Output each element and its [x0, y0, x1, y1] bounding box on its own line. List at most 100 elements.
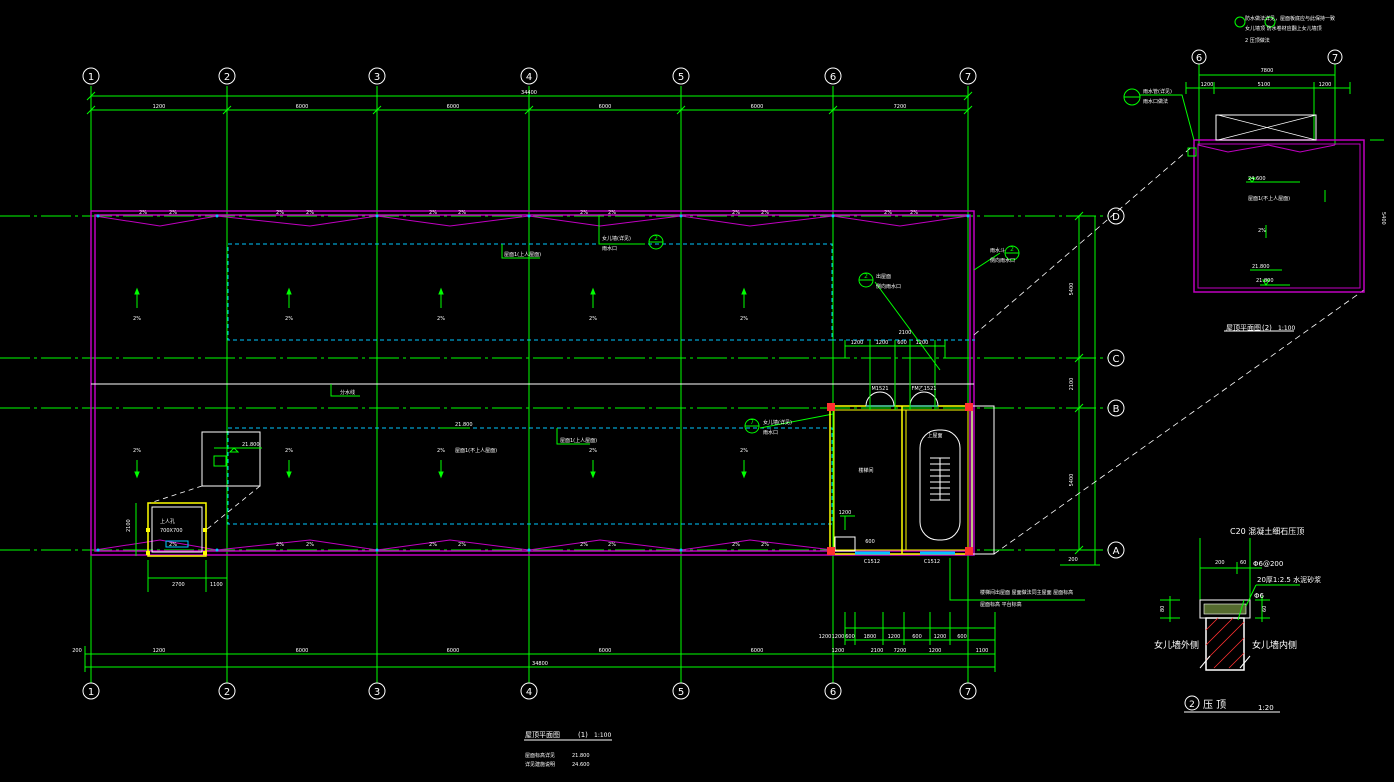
- slope-main-3: 2%: [437, 316, 445, 322]
- dim-bottom-span-2: 6000: [296, 648, 309, 654]
- callout-gutter-2: 雨水口: [602, 245, 617, 252]
- stair-up-label: 上屋面: [927, 432, 942, 439]
- grid-bubbles-bottom: [82, 682, 977, 700]
- dim-top-span-2: 6000: [296, 104, 309, 110]
- ref-bubble-1: 2: [654, 235, 658, 242]
- section-dim-80: 80: [1160, 606, 1166, 612]
- plan-note-1: 屋面标高详见: [525, 752, 555, 759]
- dim-stair-11: 1200: [929, 648, 942, 654]
- roof-hatch: [146, 502, 207, 557]
- dim-top-span-3: 6000: [447, 104, 460, 110]
- dim-right-1: 5400: [1069, 283, 1075, 296]
- callout-leaders: [330, 215, 1085, 601]
- dim-top-total: 34400: [521, 90, 537, 96]
- axis-top-7: 7: [965, 72, 971, 83]
- detail-callout-1: 雨水管(详见): [1143, 88, 1172, 95]
- detail-note-1: 防水做法详见，屋面板底应与此保持一致: [1245, 15, 1335, 22]
- slope-gutter-10: 2%: [761, 210, 769, 216]
- hatch-callout-box: [201, 431, 261, 487]
- slope-main-6: 2%: [133, 448, 141, 454]
- detail-elev-2: 21.800: [1252, 264, 1270, 270]
- projection-lines: [973, 144, 1365, 555]
- section-dim-200: 200: [1215, 560, 1225, 566]
- slope-gutter-b1: 2%: [169, 542, 177, 548]
- detail-title: 屋顶平面图: [1226, 324, 1261, 332]
- detail-roof-note: 屋面1(不上人屋面): [1248, 195, 1290, 202]
- detail-scale: 1:100: [1278, 325, 1295, 332]
- callout-bubbles: [648, 234, 1020, 434]
- stair-dim-top-5: 2100: [899, 330, 912, 336]
- stair-dim-top-3: 600: [897, 340, 907, 346]
- slope-gutter-b5: 2%: [458, 542, 466, 548]
- dim-stair-6: 1200: [934, 634, 947, 640]
- door-label-1: M1521: [871, 386, 888, 392]
- dim-stair-10: 2100: [871, 648, 884, 654]
- dim-stair-3: 1800: [864, 634, 877, 640]
- slope-main-4: 2%: [589, 316, 597, 322]
- dim-bottom-span-1: 1200: [153, 648, 166, 654]
- stair-room-label: 楼梯间: [858, 467, 873, 474]
- stair-dim-v1: 1200: [839, 510, 852, 516]
- detail-axis-7: 7: [1332, 53, 1338, 64]
- dim-bottom-end-left: 200: [72, 648, 82, 654]
- axis-bottom-2: 2: [224, 687, 230, 698]
- dim-stair-9: 1200: [832, 648, 845, 654]
- ref-bubble-3: 2: [864, 273, 868, 280]
- dim-stair-5: 600: [912, 634, 922, 640]
- detail-note-2: 女儿墙顶 防水卷材应翻上女儿墙顶: [1245, 25, 1322, 32]
- window-label-1: C1512: [864, 559, 880, 565]
- callout-dashed-lower: 屋面1(上人屋面): [560, 437, 597, 444]
- axis-bottom-5: 5: [678, 687, 684, 698]
- callout-scupper-2: 侧向雨水口: [990, 257, 1015, 264]
- dim-stair-4: 1200: [888, 634, 901, 640]
- axis-bottom-6: 6: [830, 687, 836, 698]
- callout-divider: 分水线: [340, 389, 355, 396]
- detail-dim-total: 7800: [1261, 68, 1274, 74]
- detail-plan: 6 7: [1123, 16, 1384, 332]
- detail-dim-2: 5100: [1258, 82, 1271, 88]
- detail-elev-3: 21.800: [1256, 278, 1274, 284]
- axis-top-3: 3: [374, 72, 380, 83]
- hatch-dim-w1: 2700: [172, 582, 185, 588]
- hatch-dim-w2: 1100: [210, 582, 223, 588]
- slope-gutter-b3: 2%: [306, 542, 314, 548]
- slope-main-2: 2%: [285, 316, 293, 322]
- slope-gutter-b4: 2%: [429, 542, 437, 548]
- detail-slope: 2%: [1258, 228, 1266, 234]
- dimensions-bottom: [84, 612, 996, 672]
- dim-bottom-end-right: 1100: [976, 648, 989, 654]
- detail-dim-3: 1200: [1319, 82, 1332, 88]
- stair-dim-v2: 600: [865, 539, 875, 545]
- dim-right-end: 200: [1068, 557, 1078, 563]
- dim-top-span-5: 6000: [751, 104, 764, 110]
- ref-bubble-2: 2: [1010, 246, 1014, 253]
- dim-stair-1: 1200: [832, 634, 845, 640]
- grid-bubbles-top: [82, 67, 977, 85]
- axis-bottom-3: 3: [374, 687, 380, 698]
- detail-right-dim: 5400: [1380, 212, 1386, 225]
- callout-bottom-1: 楼梯间出屋面 屋面做法同主屋面 屋面标高: [980, 589, 1073, 596]
- hatch-size: 700X700: [160, 528, 183, 534]
- axis-top-4: 4: [526, 72, 532, 83]
- slope-gutter-12: 2%: [910, 210, 918, 216]
- slope-arrows-lower: [134, 460, 747, 479]
- axis-bottom-7: 7: [965, 687, 971, 698]
- dim-stair-7: 600: [957, 634, 967, 640]
- axis-row-a: A: [1113, 546, 1120, 557]
- stair-dim-top-2: 1200: [876, 340, 889, 346]
- axis-top-5: 5: [678, 72, 684, 83]
- slope-gutter-4: 2%: [306, 210, 314, 216]
- dim-bottom-span-3: 6000: [447, 648, 460, 654]
- dim-bottom-span-4: 6000: [599, 648, 612, 654]
- axis-top-2: 2: [224, 72, 230, 83]
- window-label-2: C1512: [924, 559, 940, 565]
- slope-gutter-7: 2%: [580, 210, 588, 216]
- door-label-2: FM乙1521: [912, 385, 937, 392]
- slope-main-7: 2%: [285, 448, 293, 454]
- dim-right-2: 2100: [1069, 378, 1075, 391]
- dim-stair-8: 1200: [819, 634, 832, 640]
- callout-scupper: 雨水斗: [990, 247, 1005, 254]
- slope-gutter-b6: 2%: [580, 542, 588, 548]
- slope-main-1: 2%: [133, 316, 141, 322]
